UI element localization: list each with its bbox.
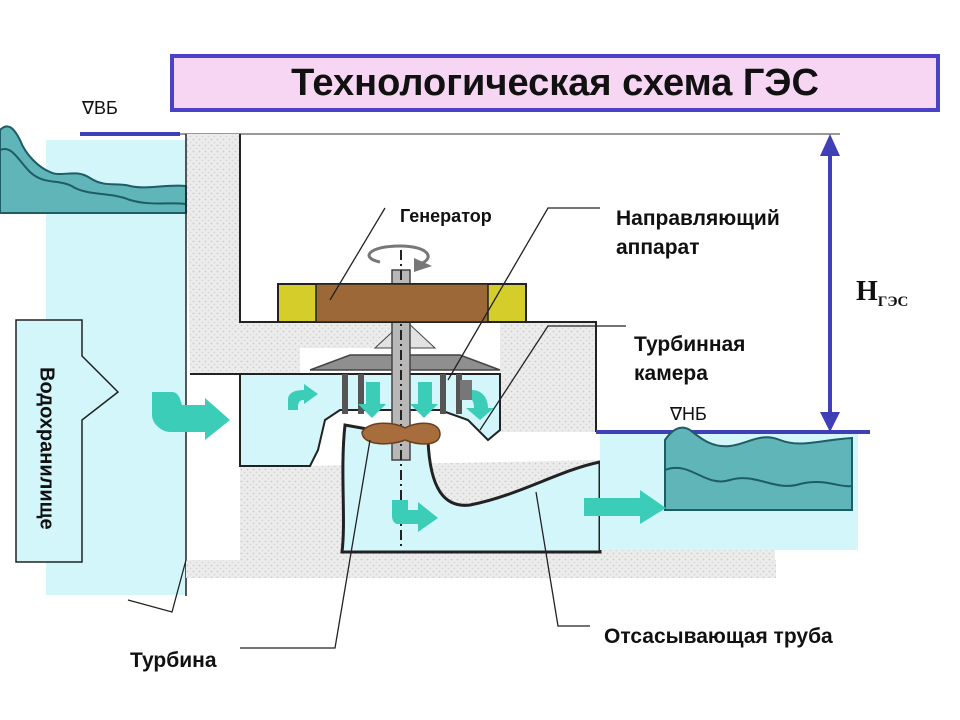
turbine-chamber-label: Турбинная камера — [634, 330, 745, 388]
leader-lines — [127, 207, 626, 649]
reservoir-label: Водохранилище — [35, 366, 58, 530]
upstream-waves — [0, 125, 187, 214]
turbine-chamber-label-line1: Турбинная — [634, 333, 746, 356]
guide-apparatus-label-line1: Направляющий — [616, 207, 780, 230]
diagram-title: Технологическая схема ГЭС — [291, 61, 819, 104]
turbine-chamber-label-line2: камера — [634, 362, 708, 385]
upper-level-label: ∇ВБ — [82, 98, 118, 118]
draft-tube-label: Отсасывающая труба — [604, 625, 833, 648]
guide-apparatus-label-line2: аппарат — [616, 236, 700, 259]
generator-label: Генератор — [400, 206, 492, 226]
turbine-label: Турбина — [130, 649, 217, 672]
downstream-waves — [664, 426, 853, 511]
head-label: НГЭС — [856, 276, 908, 311]
head-arrow — [820, 134, 840, 432]
head-label-sub: ГЭС — [877, 294, 909, 310]
lower-level-label: ∇НБ — [670, 404, 707, 424]
flow-arrows — [152, 382, 666, 532]
rotation-arrow — [367, 244, 430, 266]
head-label-main: Н — [856, 276, 878, 307]
reservoir-callout — [15, 319, 120, 563]
dam-body — [186, 134, 410, 374]
guide-apparatus-label: Направляющий аппарат — [616, 204, 780, 262]
title-box: Технологическая схема ГЭС — [170, 54, 940, 112]
reservoir-label-box: Водохранилище — [28, 338, 64, 558]
turbine-runner — [361, 422, 441, 445]
